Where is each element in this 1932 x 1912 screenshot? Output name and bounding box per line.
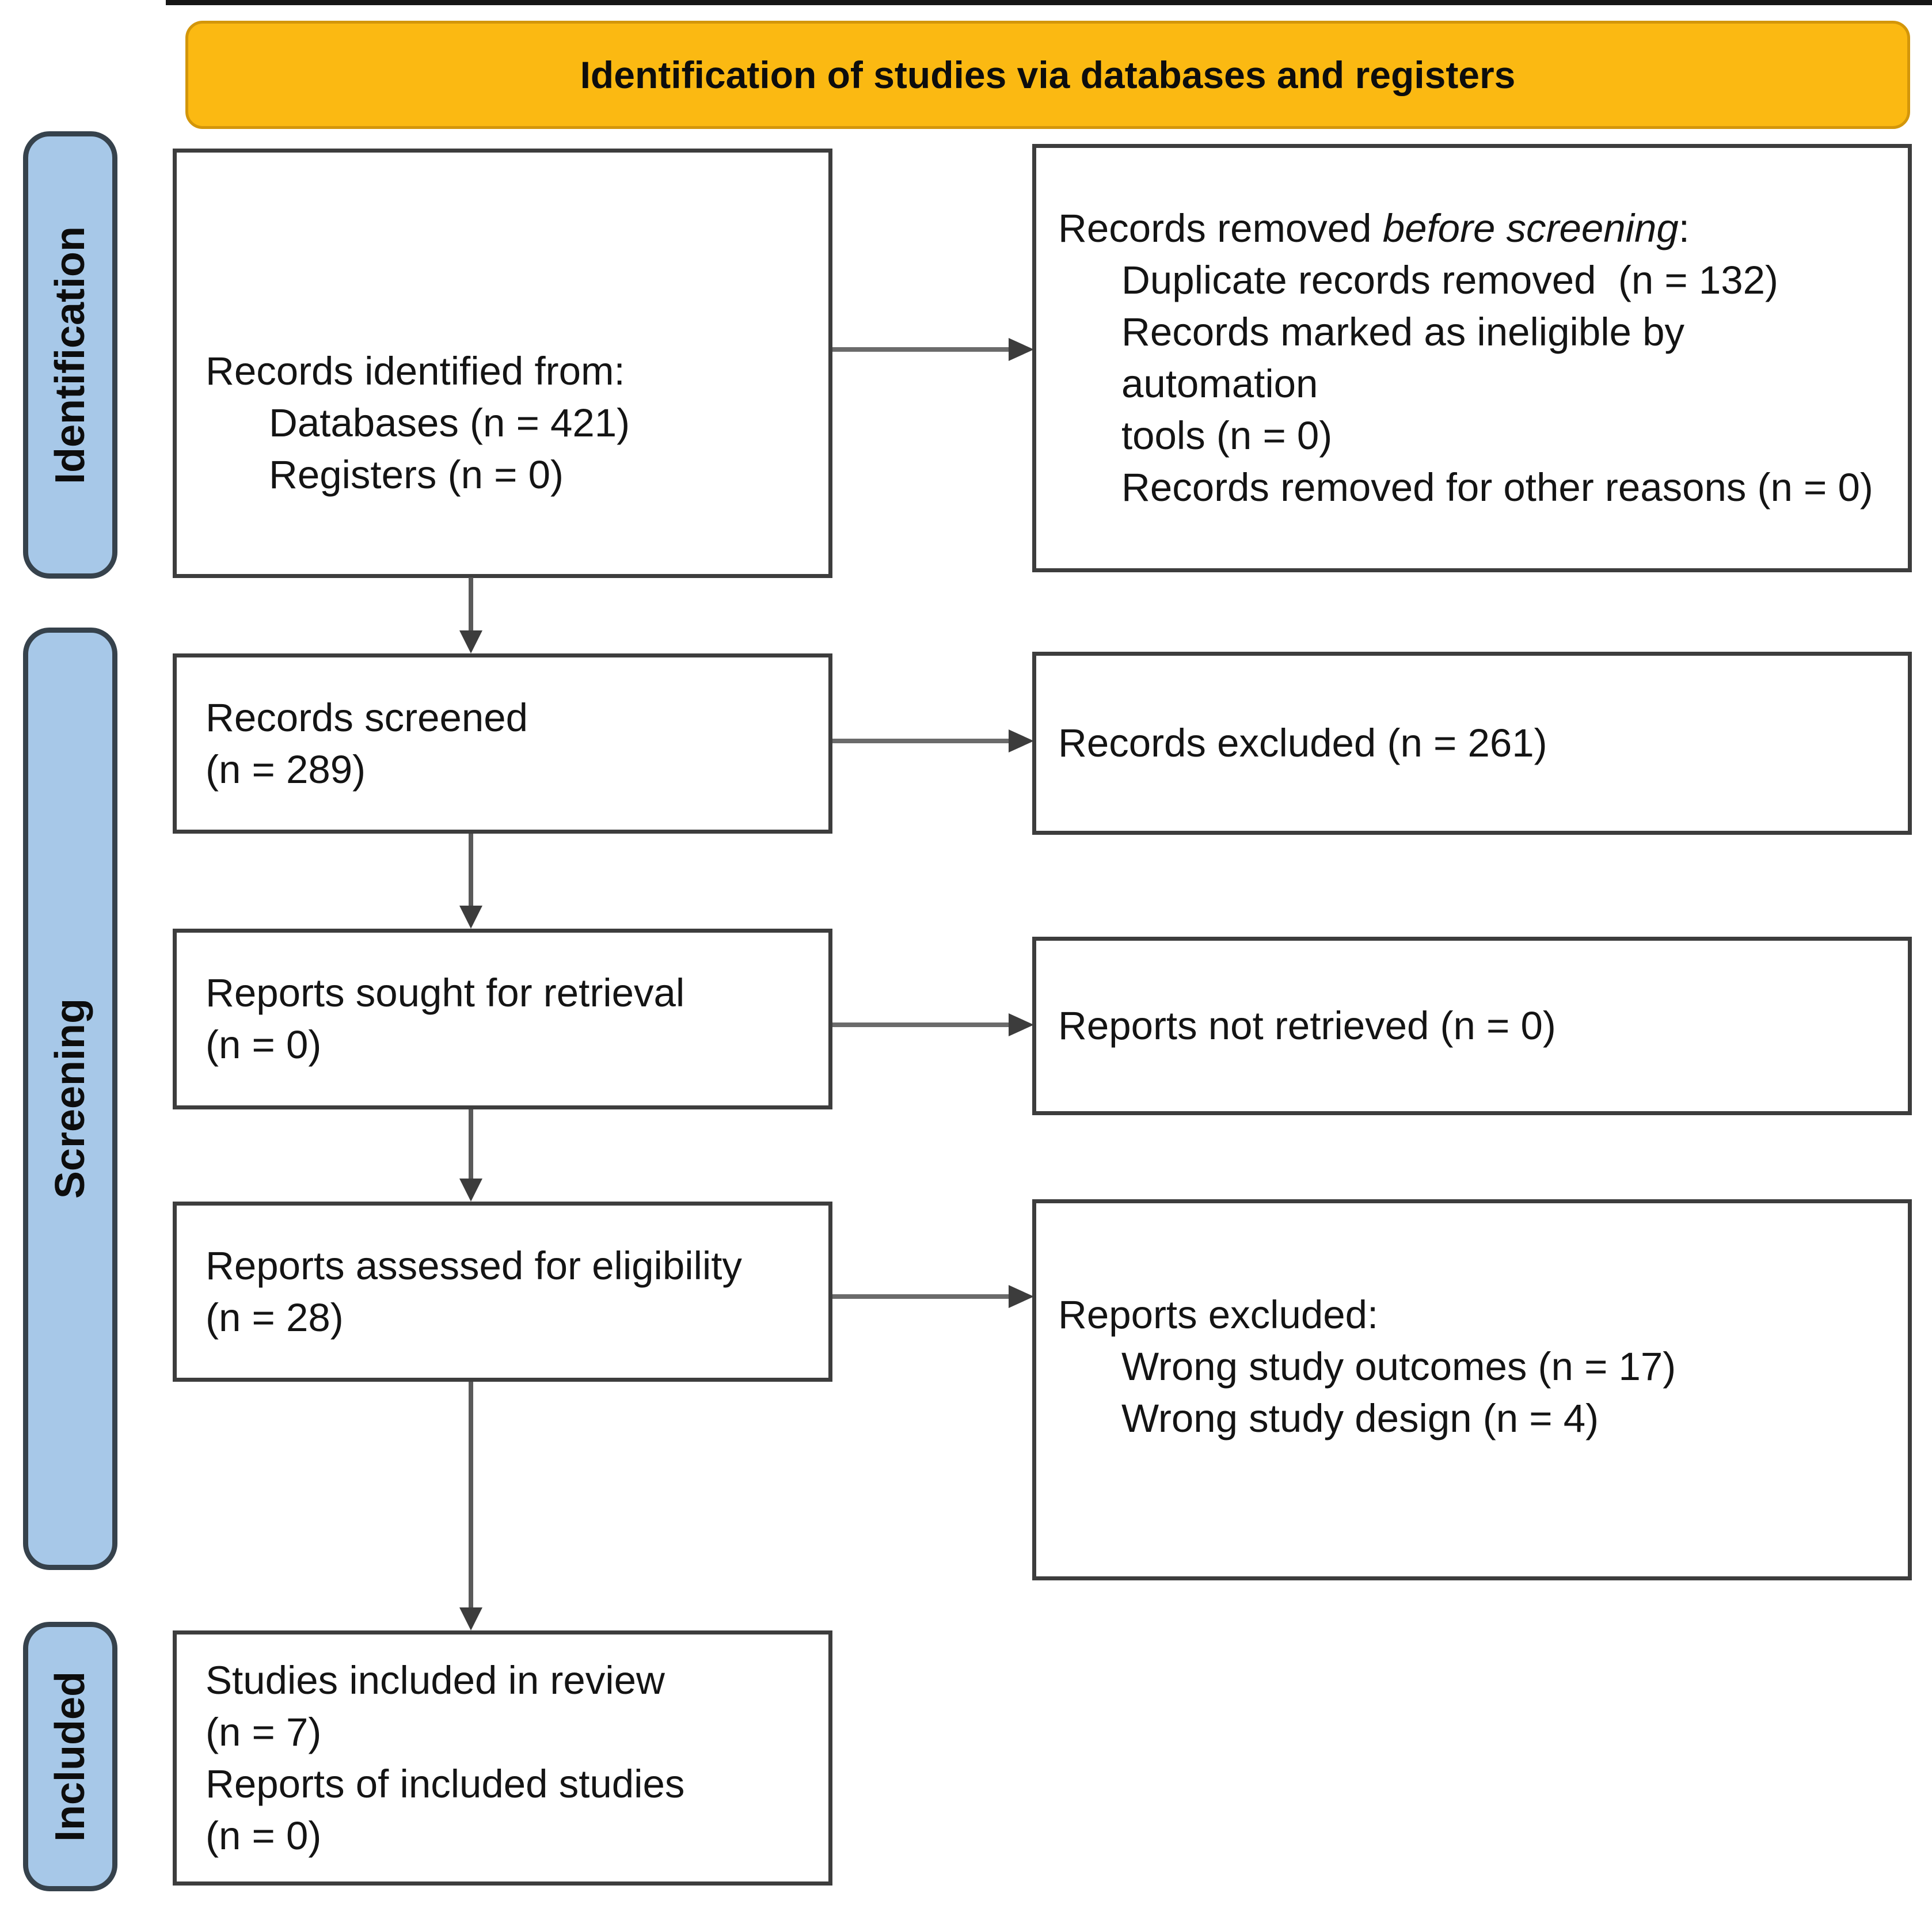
arrow-shaft [469, 1382, 473, 1609]
stage-screening-text: Screening [47, 998, 93, 1199]
reports-assessed-line1: Reports assessed for eligibility [206, 1243, 742, 1288]
box-reports-assessed: Reports assessed for eligibility (n = 28… [173, 1202, 832, 1382]
reports-excluded-line1: Reports excluded: [1058, 1293, 1379, 1337]
reports-sought-line2: (n = 0) [206, 1022, 322, 1067]
records-excluded-line1: Records excluded (n = 261) [1058, 721, 1547, 765]
records-identified-line2: Databases (n = 421) [269, 401, 630, 445]
reports-excluded-line3: Wrong study design (n = 4) [1121, 1396, 1599, 1440]
box-records-screened: Records screened (n = 289) [173, 653, 832, 834]
arrowhead-right-icon [1009, 338, 1034, 361]
box-records-removed: Records removed before screening: Duplic… [1032, 144, 1912, 572]
studies-included-line4: (n = 0) [206, 1813, 322, 1858]
stage-label-screening: Screening [23, 628, 117, 1570]
records-removed-line5: Records removed for other reasons (n = 0… [1121, 465, 1873, 510]
arrow-shaft [832, 739, 1011, 743]
arrow-shaft [832, 1294, 1011, 1299]
records-screened-line2: (n = 289) [206, 747, 366, 792]
arrow-shaft [469, 577, 473, 633]
arrow-shaft [469, 1109, 473, 1180]
studies-included-line1: Studies included in review [206, 1658, 665, 1702]
top-border-rule [166, 0, 1932, 5]
reports-excluded-line2: Wrong study outcomes (n = 17) [1121, 1344, 1676, 1389]
records-removed-line3: Records marked as ineligible by automati… [1121, 310, 1696, 406]
arrowhead-down-icon [459, 1179, 482, 1202]
records-removed-italic: before screening [1382, 206, 1679, 250]
box-records-excluded: Records excluded (n = 261) [1032, 652, 1912, 835]
records-identified-line1: Records identified from: [206, 349, 625, 393]
reports-assessed-line2: (n = 28) [206, 1295, 344, 1340]
stage-label-included: Included [23, 1622, 117, 1891]
records-removed-line4: tools (n = 0) [1121, 413, 1333, 458]
records-removed-line2: Duplicate records removed (n = 132) [1121, 258, 1778, 302]
stage-included-text: Included [47, 1671, 93, 1842]
box-studies-included: Studies included in review (n = 7) Repor… [173, 1630, 832, 1886]
records-removed-line1: Records removed before screening: [1058, 206, 1690, 250]
arrowhead-right-icon [1009, 729, 1034, 752]
arrowhead-down-icon [459, 1607, 482, 1630]
reports-sought-line1: Reports sought for retrieval [206, 971, 685, 1015]
box-reports-excluded: Reports excluded: Wrong study outcomes (… [1032, 1199, 1912, 1580]
records-identified-line3: Registers (n = 0) [269, 453, 564, 497]
records-screened-line1: Records screened [206, 695, 528, 740]
box-reports-sought: Reports sought for retrieval (n = 0) [173, 929, 832, 1109]
reports-not-retrieved-line1: Reports not retrieved (n = 0) [1058, 1003, 1556, 1048]
box-records-identified: Records identified from: Databases (n = … [173, 149, 832, 578]
arrowhead-right-icon [1009, 1285, 1034, 1308]
box-reports-not-retrieved: Reports not retrieved (n = 0) [1032, 937, 1912, 1115]
stage-label-identification: Identification [23, 131, 117, 579]
stage-identification-text: Identification [47, 226, 93, 484]
arrowhead-right-icon [1009, 1013, 1034, 1036]
arrow-shaft [469, 834, 473, 907]
arrow-shaft [832, 1022, 1011, 1027]
studies-included-line3: Reports of included studies [206, 1761, 685, 1806]
banner-title: Identification of studies via databases … [580, 54, 1516, 96]
studies-included-line2: (n = 7) [206, 1709, 322, 1754]
arrow-shaft [832, 347, 1011, 352]
arrowhead-down-icon [459, 630, 482, 653]
banner-identification-via-databases: Identification of studies via databases … [185, 21, 1910, 129]
arrowhead-down-icon [459, 906, 482, 929]
